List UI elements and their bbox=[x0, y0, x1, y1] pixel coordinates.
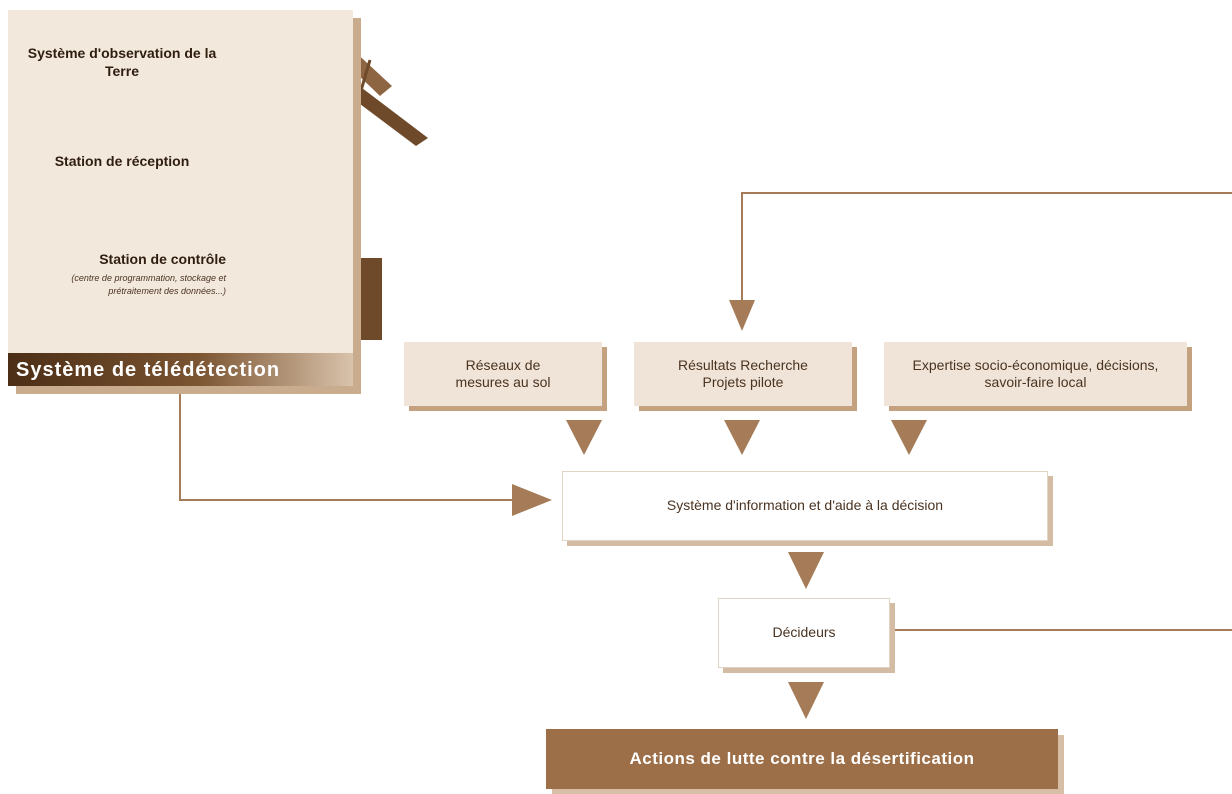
feedback-arrowhead bbox=[729, 300, 755, 331]
decision-makers-label: Décideurs bbox=[772, 624, 836, 641]
expertise-label: Expertise socio-économique, décisions, s… bbox=[912, 356, 1159, 391]
expertise-box: Expertise socio-économique, décisions, s… bbox=[884, 342, 1187, 406]
ground-networks-box: Réseaux de mesures au sol bbox=[404, 342, 602, 406]
ground-arrow bbox=[566, 420, 602, 455]
control-station-detail: (centre de programmation, stockage et pr… bbox=[71, 273, 226, 297]
control-station-step: Station de contrôle bbox=[99, 251, 226, 267]
decision-to-actions-arrow bbox=[788, 682, 824, 719]
actions-label: Actions de lutte contre la désertificati… bbox=[629, 749, 975, 769]
information-system-box: Système d'information et d'aide à la déc… bbox=[562, 471, 1048, 541]
research-arrow bbox=[724, 420, 760, 455]
reception-station-step: Station de réception bbox=[54, 153, 190, 169]
info-to-decision-arrow bbox=[788, 552, 824, 589]
remote-sensing-panel: Système d'observation de la Terre Statio… bbox=[8, 10, 353, 386]
ground-networks-label: Réseaux de mesures au sol bbox=[455, 356, 551, 391]
remote-sensing-band: Système de télédétection bbox=[8, 353, 353, 386]
remote-sensing-title: Système de télédétection bbox=[16, 359, 281, 381]
expertise-arrow bbox=[891, 420, 927, 455]
research-label: Résultats Recherche Projets pilote bbox=[678, 356, 808, 391]
research-box: Résultats Recherche Projets pilote bbox=[634, 342, 852, 406]
feedback-line-in bbox=[741, 192, 1232, 315]
decision-makers-box: Décideurs bbox=[718, 598, 890, 668]
remote-sensing-link bbox=[179, 390, 525, 501]
remote-sensing-arrowhead bbox=[512, 484, 552, 516]
information-system-label: Système d'information et d'aide à la déc… bbox=[666, 497, 944, 514]
actions-box: Actions de lutte contre la désertificati… bbox=[546, 729, 1058, 789]
earth-observation-step: Système d'observation de la Terre bbox=[27, 45, 217, 80]
